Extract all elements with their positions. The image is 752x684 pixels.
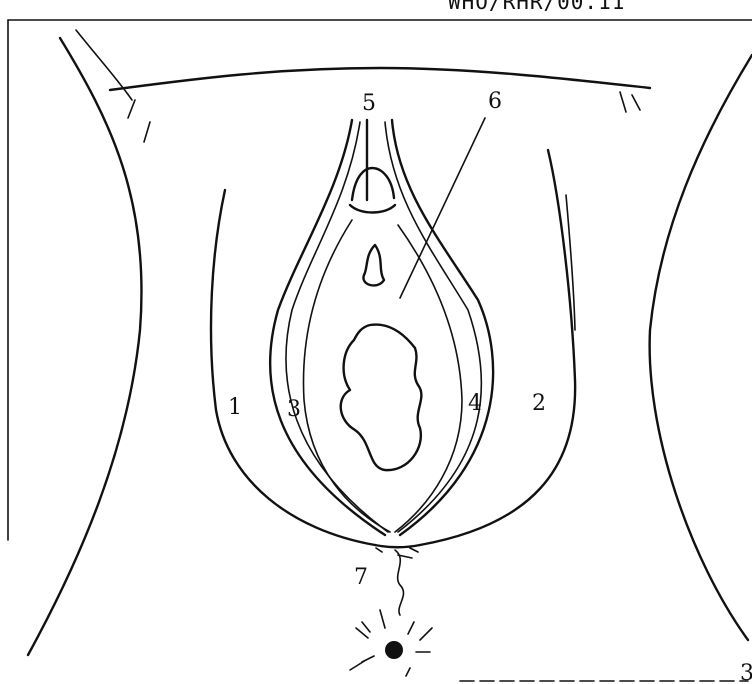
left-thigh-outline <box>28 38 142 655</box>
left-labium-minus-mid <box>286 122 388 532</box>
right-fold-2 <box>632 95 640 110</box>
anus <box>385 641 403 659</box>
left-fold-2 <box>144 122 150 142</box>
left-labium-minus-inner <box>303 220 390 532</box>
leader-line-6 <box>400 118 485 298</box>
left-labium-majus <box>211 190 375 545</box>
right-labium-minus-mid <box>385 122 481 532</box>
left-thigh-inner-line <box>76 30 132 100</box>
label-3: 3 <box>287 397 301 422</box>
clitoral-hood-lower <box>350 205 395 213</box>
left-fold <box>128 100 135 118</box>
label-4: 4 <box>468 391 482 416</box>
right-fold <box>620 92 626 112</box>
label-5: 5 <box>362 91 376 116</box>
label-6: 6 <box>488 89 502 114</box>
corner-mark: 3 <box>740 661 752 684</box>
right-labium-majus <box>420 150 575 545</box>
label-7: 7 <box>354 565 368 590</box>
abdomen-contour <box>110 68 650 90</box>
right-thigh-outline <box>650 55 752 640</box>
perineal-scar <box>395 550 404 615</box>
right-labium-minus-outer <box>392 120 493 535</box>
urethral-opening <box>363 245 384 285</box>
clitoral-hood <box>352 168 394 200</box>
vaginal-opening <box>341 325 422 471</box>
label-1: 1 <box>228 395 242 420</box>
document-code: WHO/RHR/00.11 <box>448 0 625 14</box>
label-2: 2 <box>532 391 546 416</box>
labia-majora-base <box>375 545 420 547</box>
